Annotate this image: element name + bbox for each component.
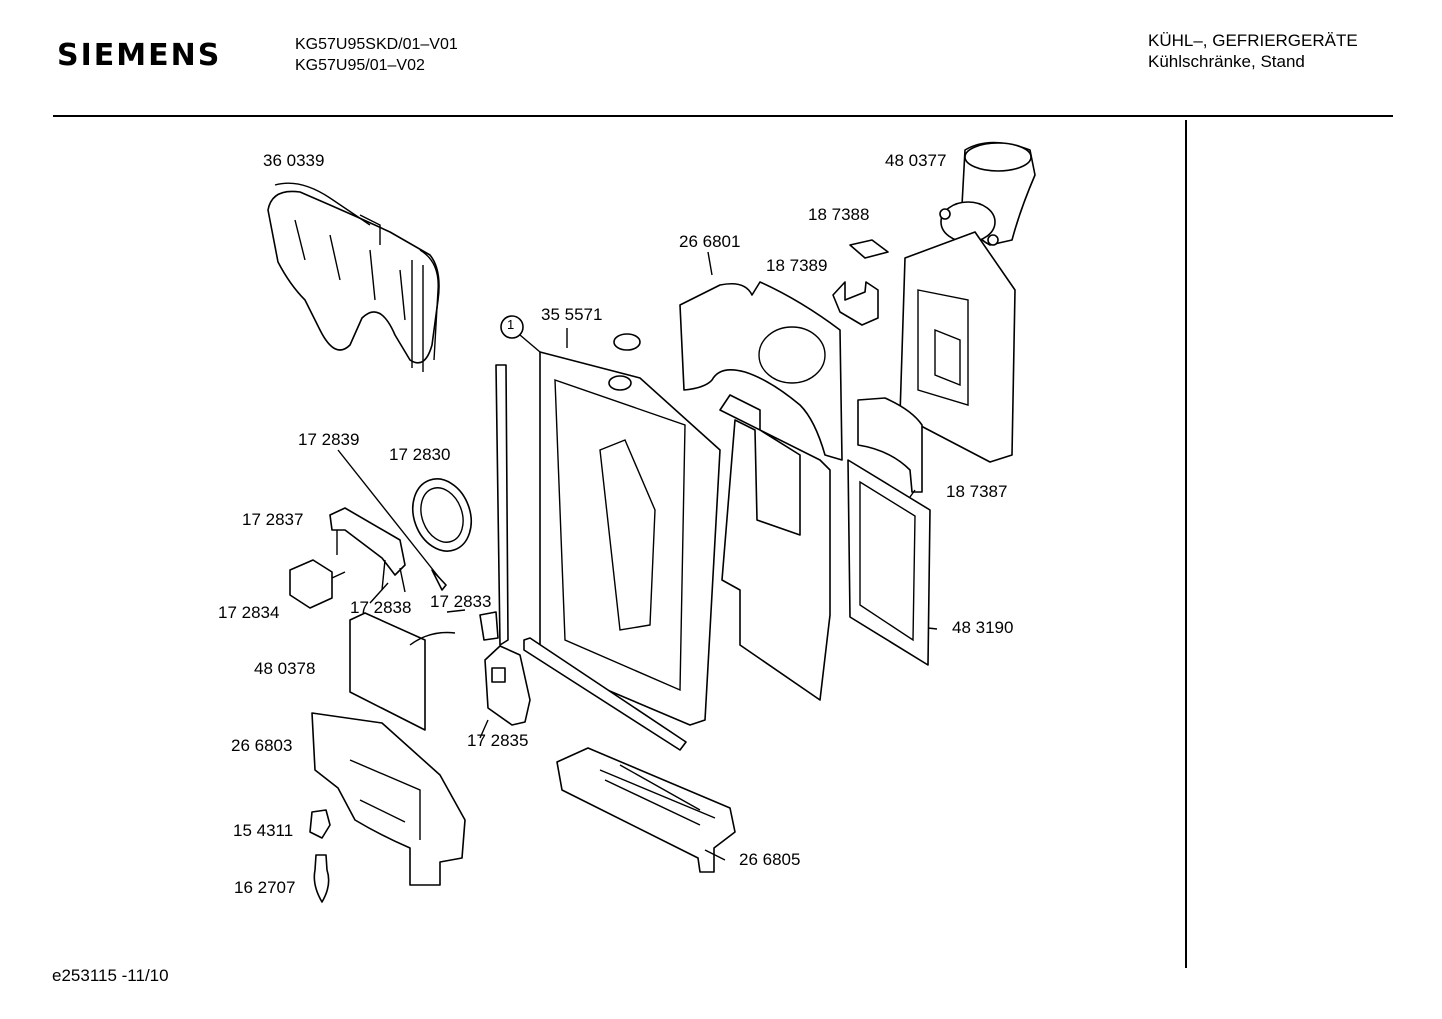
part-label-187389[interactable]: 18 7389: [766, 256, 828, 275]
part-label-187387[interactable]: 18 7387: [946, 482, 1008, 501]
category-title: KÜHL–, GEFRIERGERÄTE: [1148, 31, 1358, 50]
part-label-480377[interactable]: 48 0377: [885, 151, 947, 170]
drawing-id: e253115 -11/10: [52, 966, 169, 985]
part-label-162707[interactable]: 16 2707: [234, 878, 296, 897]
part-drawing-266805: [556, 747, 736, 873]
part-label-172839[interactable]: 17 2839: [298, 430, 360, 449]
part-label-266801[interactable]: 26 6801: [679, 232, 741, 251]
part-label-172833[interactable]: 17 2833: [430, 592, 492, 611]
part-drawing-housing: [899, 231, 1016, 463]
part-drawing-266803: [311, 712, 466, 886]
model-number-secondary: KG57U95/01–V02: [295, 57, 425, 74]
part-drawing-172834: [289, 559, 333, 609]
part-label-360339[interactable]: 36 0339: [263, 151, 325, 170]
part-drawing-480377: [939, 141, 1036, 246]
part-drawing-266801: [679, 281, 843, 461]
part-drawing-355571: [539, 333, 721, 726]
model-number-primary: KG57U95SKD/01–V01: [295, 36, 458, 53]
part-label-187388[interactable]: 18 7388: [808, 205, 870, 224]
part-drawing-172835: [484, 645, 531, 726]
part-label-266805[interactable]: 26 6805: [739, 850, 801, 869]
part-label-483190[interactable]: 48 3190: [952, 618, 1014, 637]
part-drawing-483190: [847, 459, 931, 666]
part-drawing-162707: [313, 854, 330, 903]
callout-number: 1: [507, 317, 515, 332]
part-drawing-172837: [329, 507, 406, 576]
part-drawing-187389: [832, 281, 879, 326]
side-divider: [1185, 120, 1187, 968]
part-label-172834[interactable]: 17 2834: [218, 603, 280, 622]
siemens-logo: SIEMENS: [57, 38, 222, 73]
part-drawing-360339: [267, 182, 440, 372]
part-drawing-172830: [412, 478, 472, 552]
part-label-355571[interactable]: 35 5571: [541, 305, 603, 324]
part-label-172838[interactable]: 17 2838: [350, 598, 412, 617]
part-drawing-172833: [479, 611, 499, 641]
part-drawing-187388: [849, 239, 889, 259]
part-label-172835[interactable]: 17 2835: [467, 731, 529, 750]
part-label-172830[interactable]: 17 2830: [389, 445, 451, 464]
part-label-172837[interactable]: 17 2837: [242, 510, 304, 529]
part-label-480378[interactable]: 48 0378: [254, 659, 316, 678]
part-drawing-480378: [349, 612, 456, 731]
part-drawing-187387: [857, 397, 923, 493]
category-subtitle: Kühlschränke, Stand: [1148, 52, 1305, 71]
part-label-154311[interactable]: 15 4311: [233, 821, 294, 840]
header-divider: [53, 115, 1393, 117]
part-drawing-154311: [309, 809, 331, 839]
part-label-266803[interactable]: 26 6803: [231, 736, 293, 755]
callout-circle: [500, 315, 524, 339]
